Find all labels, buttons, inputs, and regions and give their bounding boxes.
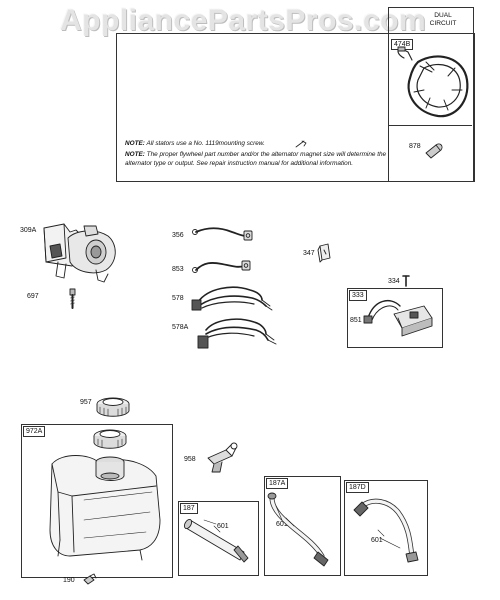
label-601-b[interactable]: 601	[276, 521, 288, 528]
note-1-label: NOTE:	[125, 140, 145, 147]
rectifier-333-icon[interactable]	[363, 299, 433, 337]
label-190[interactable]: 190	[63, 577, 75, 584]
label-187[interactable]: 187	[180, 503, 198, 514]
clamp-190-icon[interactable]	[83, 573, 97, 585]
note-2-text: The proper flywheel part number and/or t…	[125, 151, 387, 167]
dual-circuit-box	[388, 7, 474, 181]
fuel-cap-957-icon[interactable]	[96, 397, 130, 417]
screw-icon	[295, 140, 307, 148]
dual-circuit-divider	[388, 125, 472, 126]
leader-601-b	[275, 505, 283, 521]
note-1-text: All stators use a No. 1119mounting screw…	[146, 140, 265, 147]
label-187A[interactable]: 187A	[266, 478, 289, 489]
label-878[interactable]: 878	[409, 143, 421, 150]
label-356[interactable]: 356	[172, 232, 184, 239]
label-309A[interactable]: 309A	[20, 227, 37, 234]
label-853[interactable]: 853	[172, 266, 184, 273]
label-972A[interactable]: 972A	[23, 426, 46, 437]
fuel-line-187D-icon[interactable]	[353, 498, 419, 563]
label-578[interactable]: 578	[172, 295, 184, 302]
label-957[interactable]: 957	[80, 399, 92, 406]
fuel-line-187-icon[interactable]	[183, 518, 249, 563]
note-2: NOTE: The proper flywheel part number an…	[125, 151, 387, 168]
dual-circuit-label: DUAL CIRCUIT	[418, 12, 468, 27]
fuel-tank-972A-icon[interactable]	[49, 429, 161, 561]
dual-circuit-line2: CIRCUIT	[429, 19, 457, 27]
note-1: NOTE: All stators use a No. 1119mounting…	[125, 140, 385, 149]
label-697[interactable]: 697	[27, 293, 39, 300]
fuel-line-187A-icon[interactable]	[267, 492, 329, 567]
bolt-697-icon[interactable]	[69, 288, 76, 309]
dual-circuit-line1: DUAL	[434, 12, 452, 19]
wire-356-icon[interactable]	[192, 227, 253, 241]
harness-578A-icon[interactable]	[197, 318, 277, 349]
label-187D[interactable]: 187D	[346, 482, 369, 493]
clip-878-icon[interactable]	[425, 143, 443, 159]
label-347[interactable]: 347	[303, 250, 315, 257]
label-601-a[interactable]: 601	[217, 523, 229, 530]
label-851[interactable]: 851	[350, 317, 362, 324]
bracket-347-icon[interactable]	[317, 243, 331, 263]
leader-601-c	[379, 537, 401, 549]
harness-578-icon[interactable]	[191, 286, 273, 311]
notes-box	[116, 33, 475, 182]
box-972A	[21, 424, 173, 578]
label-958[interactable]: 958	[184, 456, 196, 463]
label-578A[interactable]: 578A	[172, 324, 189, 331]
box-187	[178, 501, 259, 576]
label-601-c[interactable]: 601	[371, 537, 383, 544]
box-333	[347, 288, 443, 348]
label-334[interactable]: 334	[388, 278, 400, 285]
stator-474B-icon[interactable]	[397, 46, 469, 118]
box-187D	[344, 480, 428, 576]
regulator-309A-icon[interactable]	[43, 223, 116, 283]
leader-601-a	[203, 519, 217, 525]
screw-334-icon[interactable]	[402, 275, 410, 287]
note-2-label: NOTE:	[125, 151, 145, 158]
wire-853-icon[interactable]	[192, 260, 251, 273]
watermark: AppliancePartsPros.com	[60, 4, 427, 37]
label-333[interactable]: 333	[349, 290, 367, 301]
valve-958-icon[interactable]	[207, 442, 238, 473]
box-187A	[264, 476, 341, 576]
